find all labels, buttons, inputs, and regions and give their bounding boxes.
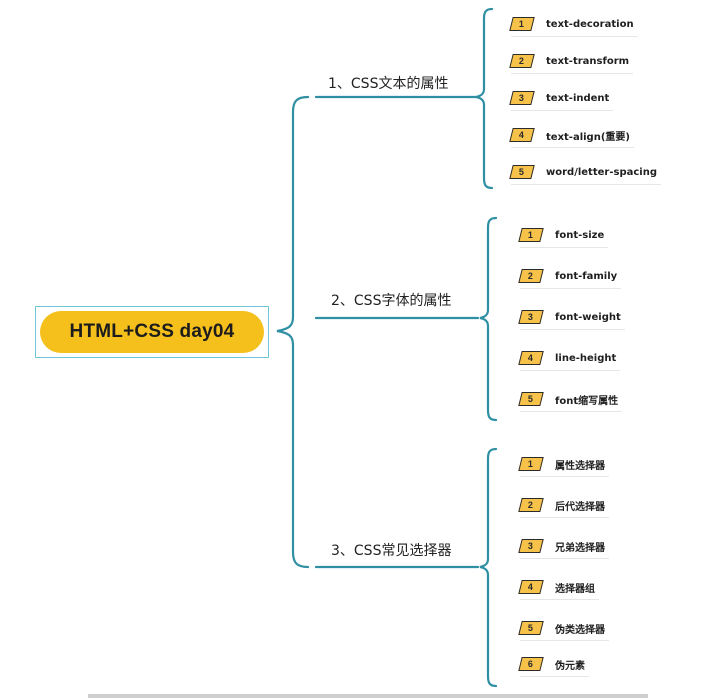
- branch-1-item-2[interactable]: 2 text-transform: [509, 53, 634, 74]
- leaf-label: text-transform: [546, 55, 630, 67]
- number-badge: 2: [509, 54, 535, 68]
- branch-2-children-brace: [479, 216, 498, 422]
- branch-1-item-5[interactable]: 5 word/letter-spacing: [509, 164, 661, 185]
- leaf-underline: [511, 147, 634, 148]
- leaf-underline: [511, 110, 614, 111]
- branch-3-children-brace: [479, 447, 498, 688]
- root-node[interactable]: HTML+CSS day04: [35, 306, 269, 358]
- branch-2-item-4[interactable]: 4 line-height: [518, 350, 621, 371]
- number-badge: 5: [518, 392, 544, 406]
- leaf-label: font-weight: [555, 311, 621, 323]
- leaf-label: 属性选择器: [555, 460, 605, 472]
- leaf-underline: [520, 288, 622, 289]
- number-badge: 2: [518, 269, 544, 283]
- leaf-label: font缩写属性: [555, 395, 619, 407]
- leaf-underline: [511, 36, 638, 37]
- root-brace: [276, 95, 310, 569]
- number-badge: 6: [518, 657, 544, 671]
- branch-1-children-brace: [475, 7, 494, 190]
- leaf-label: line-height: [555, 352, 617, 364]
- number-badge: 3: [518, 539, 544, 553]
- number-badge: 1: [518, 228, 544, 242]
- number-badge: 3: [509, 91, 535, 105]
- leaf-label: 选择器组: [555, 583, 595, 595]
- branch-1-item-4[interactable]: 4 text-align(重要): [509, 127, 634, 148]
- leaf-underline: [511, 73, 634, 74]
- branch-2-item-3[interactable]: 3 font-weight: [518, 309, 625, 330]
- leaf-label: font-family: [555, 270, 618, 282]
- number-badge: 3: [518, 310, 544, 324]
- branch-2-label[interactable]: 2、CSS字体的属性: [331, 293, 452, 309]
- branch-2-item-5[interactable]: 5 font缩写属性: [518, 391, 623, 412]
- branch-3-item-5[interactable]: 5 伪类选择器: [518, 620, 609, 641]
- horizontal-scrollbar[interactable]: [88, 694, 648, 698]
- branch-3-label[interactable]: 3、CSS常见选择器: [331, 543, 452, 559]
- branch-3-item-1[interactable]: 1 属性选择器: [518, 456, 609, 477]
- leaf-label: 伪类选择器: [555, 624, 605, 636]
- leaf-underline: [511, 184, 661, 185]
- number-badge: 1: [509, 17, 535, 31]
- leaf-label: 后代选择器: [555, 501, 605, 513]
- leaf-underline: [520, 676, 589, 677]
- leaf-underline: [520, 476, 609, 477]
- branch-3-item-3[interactable]: 3 兄弟选择器: [518, 538, 609, 559]
- leaf-underline: [520, 247, 609, 248]
- leaf-label: font-size: [555, 229, 605, 241]
- branch-3-item-2[interactable]: 2 后代选择器: [518, 497, 609, 518]
- leaf-underline: [520, 640, 609, 641]
- leaf-underline: [520, 411, 623, 412]
- number-badge: 2: [518, 498, 544, 512]
- leaf-underline: [520, 370, 621, 371]
- number-badge: 5: [509, 165, 535, 179]
- number-badge: 1: [518, 457, 544, 471]
- branch-2-item-2[interactable]: 2 font-family: [518, 268, 622, 289]
- number-badge: 4: [518, 580, 544, 594]
- root-node-label: HTML+CSS day04: [40, 311, 264, 353]
- leaf-underline: [520, 599, 599, 600]
- number-badge: 4: [518, 351, 544, 365]
- branch-3-item-6[interactable]: 6 伪元素: [518, 656, 589, 677]
- branch-1-item-1[interactable]: 1 text-decoration: [509, 16, 638, 37]
- branch-1-item-3[interactable]: 3 text-indent: [509, 90, 614, 111]
- branch-2-item-1[interactable]: 1 font-size: [518, 227, 609, 248]
- leaf-label: text-align(重要): [546, 131, 630, 143]
- branch-1-label[interactable]: 1、CSS文本的属性: [328, 76, 449, 92]
- branch-3-item-4[interactable]: 4 选择器组: [518, 579, 599, 600]
- leaf-underline: [520, 558, 609, 559]
- leaf-label: 兄弟选择器: [555, 542, 605, 554]
- leaf-label: word/letter-spacing: [546, 166, 657, 178]
- leaf-underline: [520, 517, 609, 518]
- leaf-label: 伪元素: [555, 660, 585, 672]
- leaf-underline: [520, 329, 625, 330]
- number-badge: 4: [509, 128, 535, 142]
- number-badge: 5: [518, 621, 544, 635]
- leaf-label: text-decoration: [546, 18, 634, 30]
- leaf-label: text-indent: [546, 92, 610, 104]
